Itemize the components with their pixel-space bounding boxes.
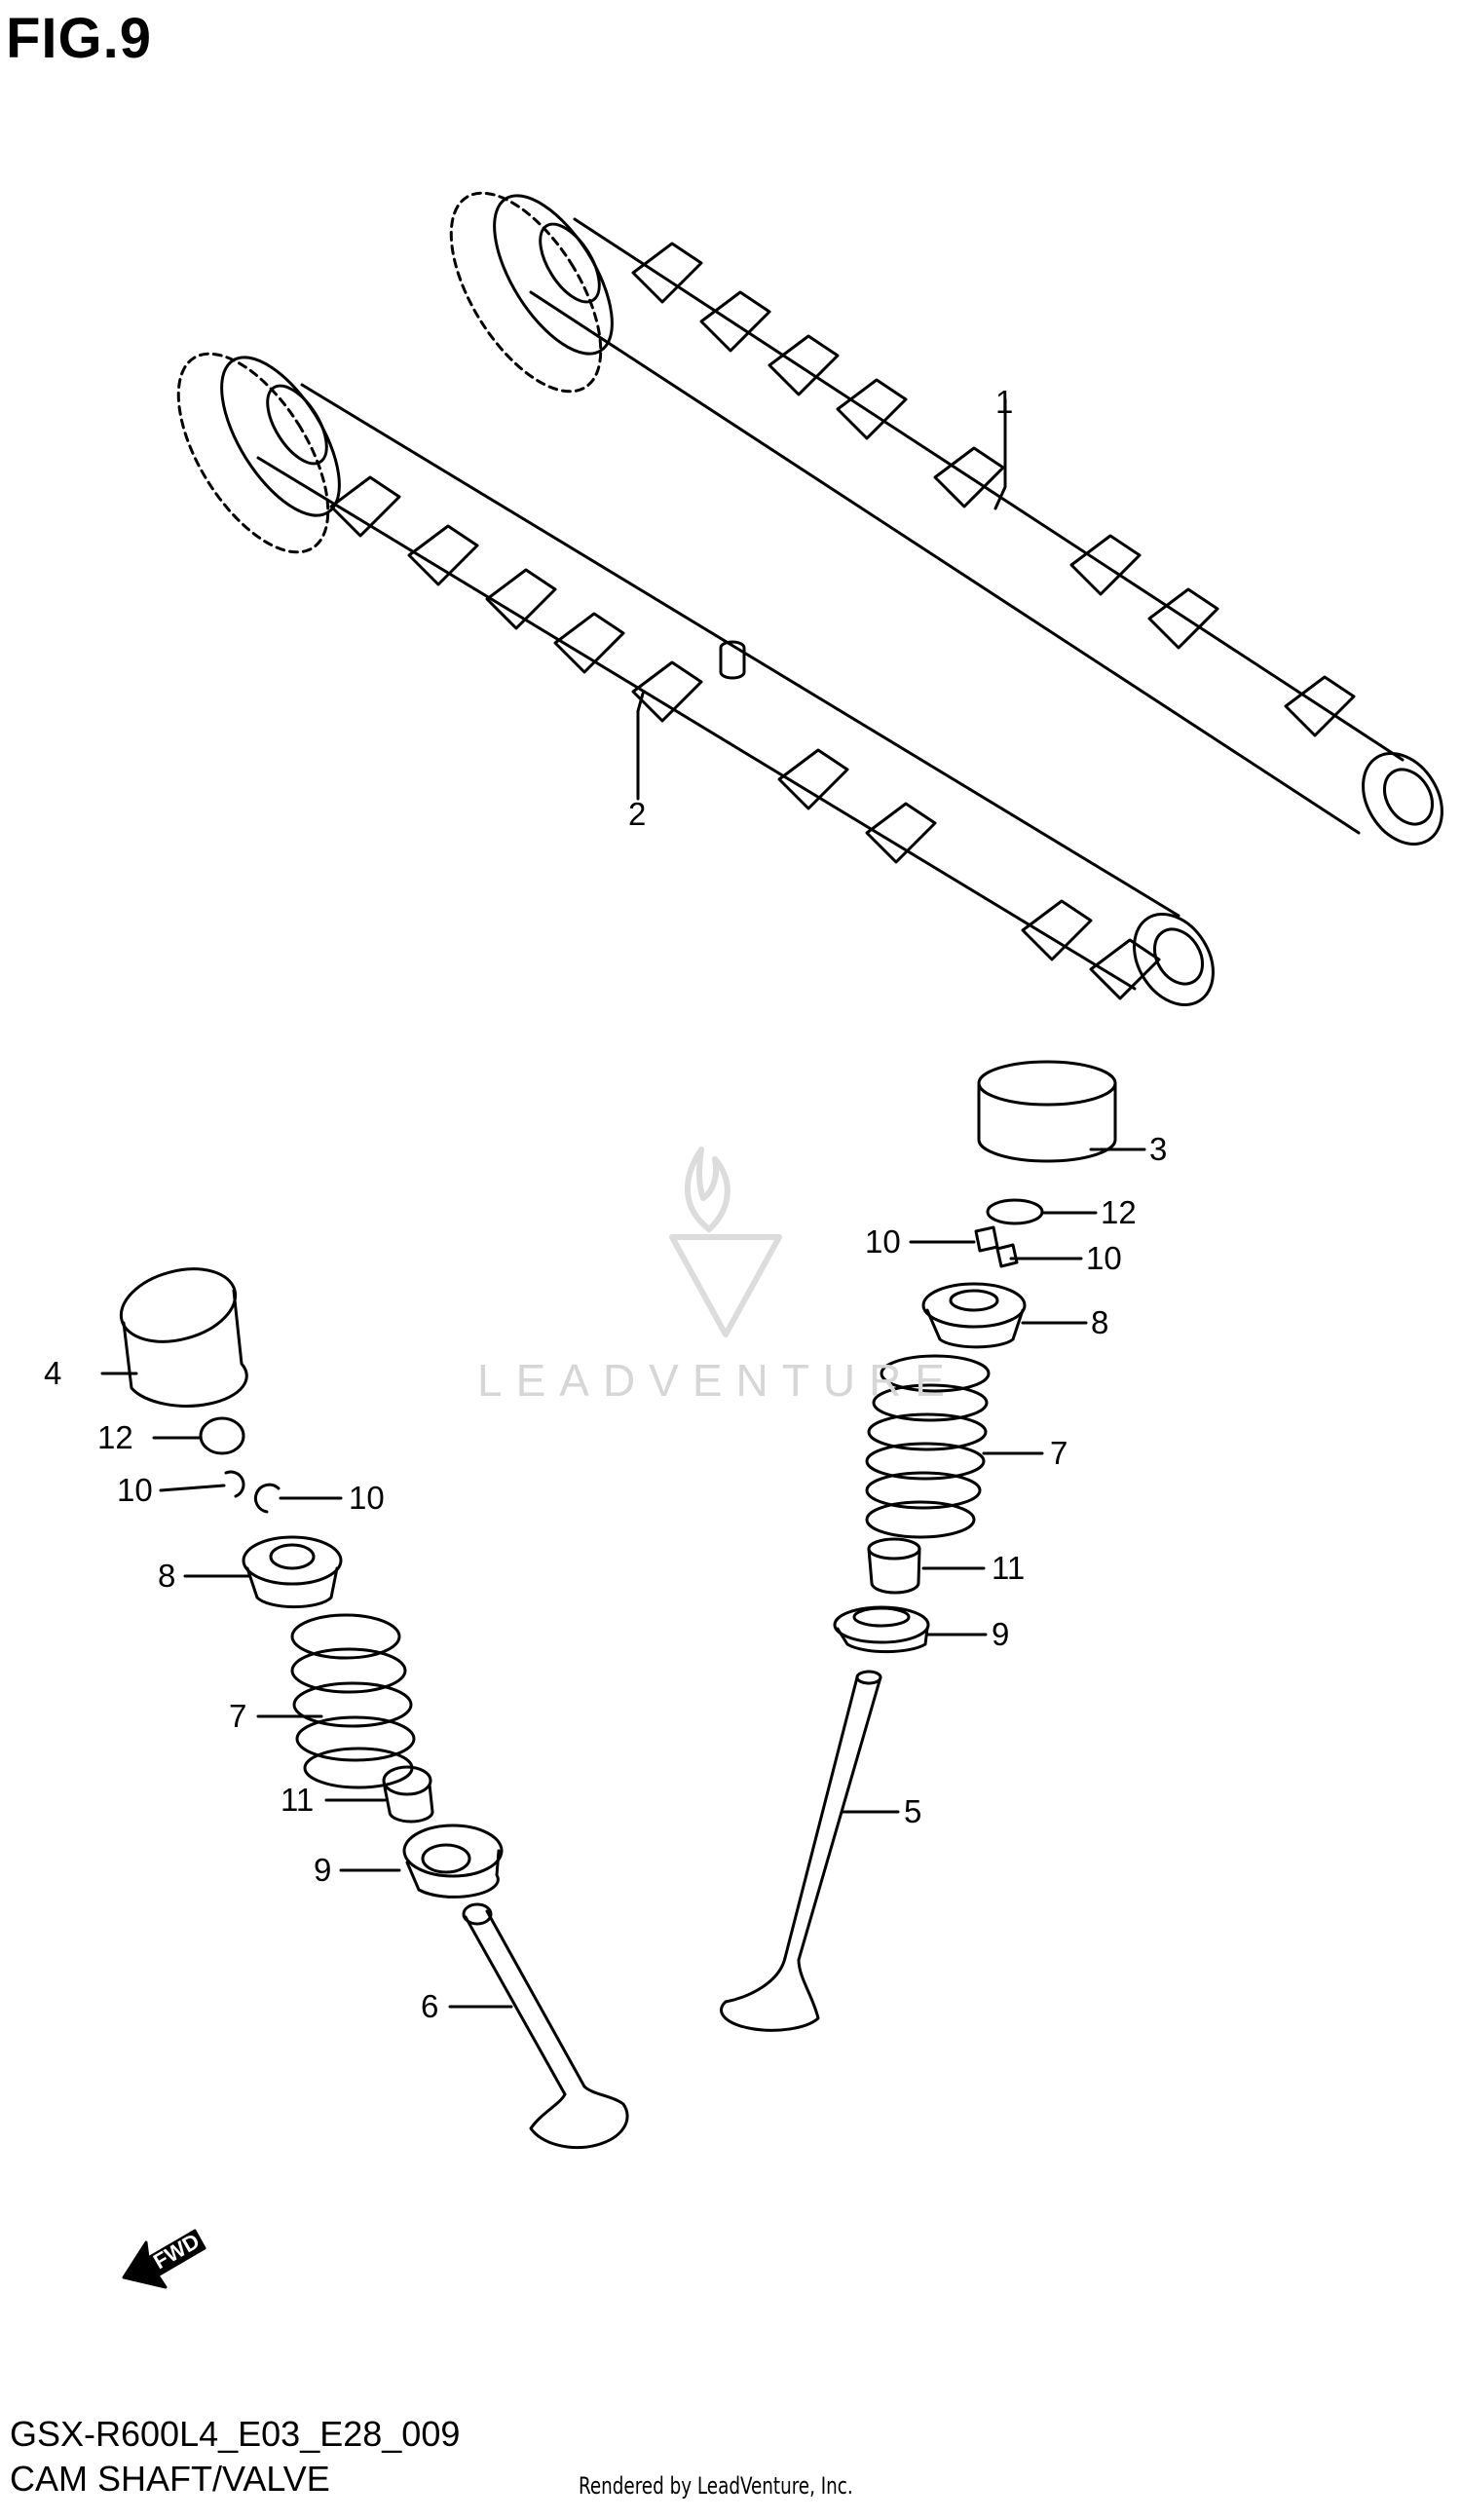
callout-7-left: 7 bbox=[229, 1698, 247, 1734]
callout-9-left: 9 bbox=[314, 1852, 332, 1888]
callout-12-right: 12 bbox=[1101, 1194, 1137, 1230]
tappet-3 bbox=[977, 1060, 1117, 1163]
leadventure-logo-watermark bbox=[669, 1147, 782, 1337]
callout-2: 2 bbox=[628, 796, 647, 832]
callout-6: 6 bbox=[421, 1988, 439, 2024]
callout-5: 5 bbox=[904, 1793, 922, 1829]
callout-8-left: 8 bbox=[158, 1558, 176, 1594]
callout-12-left: 12 bbox=[97, 1419, 133, 1455]
watermark-text: LEADVENTURE bbox=[477, 1355, 958, 1406]
cotter-10-right-a bbox=[974, 1225, 999, 1253]
retainer-8-right bbox=[921, 1282, 1027, 1349]
washer-9-right bbox=[833, 1605, 930, 1654]
render-credit: Rendered by LeadVenture, Inc. bbox=[579, 2472, 853, 2500]
spring-7-right bbox=[865, 1354, 991, 1539]
callout-11-right: 11 bbox=[992, 1550, 1026, 1586]
callout-8-right: 8 bbox=[1091, 1304, 1109, 1340]
retainer-8-left bbox=[242, 1535, 343, 1609]
callout-7-right: 7 bbox=[1050, 1435, 1068, 1471]
seal-11-right bbox=[867, 1537, 921, 1595]
diagram-code: GSX-R600L4_E03_E28_009 bbox=[10, 2414, 461, 2454]
callout-3: 3 bbox=[1149, 1131, 1168, 1167]
callout-10-right-b: 10 bbox=[1086, 1240, 1122, 1276]
callout-4: 4 bbox=[44, 1355, 62, 1391]
callout-9-right: 9 bbox=[992, 1616, 1010, 1652]
tappet-4 bbox=[119, 1267, 248, 1408]
camshaft-1 bbox=[449, 191, 1443, 846]
callout-10-left-a: 10 bbox=[117, 1472, 153, 1508]
leader-line-10la bbox=[159, 1484, 226, 1492]
cotter-10-right-b bbox=[995, 1243, 1019, 1268]
cotter-10-left-a bbox=[224, 1470, 245, 1498]
leader-line-2 bbox=[636, 692, 645, 801]
fwd-arrow-icon: FWD bbox=[122, 2229, 206, 2289]
cotter-10-left-b bbox=[253, 1483, 281, 1514]
washer-9-left bbox=[402, 1824, 504, 1899]
callout-1: 1 bbox=[995, 384, 1014, 420]
callout-10-left-b: 10 bbox=[349, 1480, 385, 1516]
valve-5 bbox=[719, 1670, 882, 2032]
callout-11-left: 11 bbox=[281, 1782, 315, 1818]
seal-11-left bbox=[382, 1765, 434, 1824]
leader-line-1 bbox=[993, 397, 1007, 510]
spring-7-left bbox=[290, 1613, 416, 1789]
diagram-title: CAM SHAFT/VALVE bbox=[10, 2459, 330, 2499]
shim-12-left bbox=[199, 1416, 245, 1455]
callout-10-right-a: 10 bbox=[865, 1223, 901, 1260]
camshaft-2 bbox=[176, 352, 1215, 1006]
valve-6 bbox=[462, 1902, 629, 2150]
figure-title: FIG.9 bbox=[6, 7, 153, 70]
shim-12-right bbox=[986, 1198, 1044, 1225]
